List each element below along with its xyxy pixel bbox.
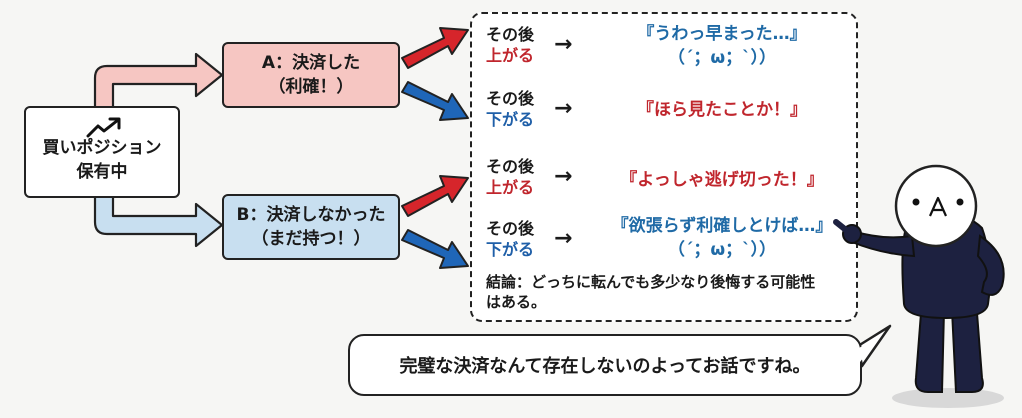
row-4-quote-line1: 『欲張らず利確しとけば…』 — [611, 216, 833, 236]
arrow-root-to-a — [93, 52, 224, 110]
arrow-b-up — [401, 175, 469, 217]
speech-bubble: 完璧な決済なんて存在しないのよってお話ですね。 — [348, 334, 862, 396]
root-position-box: 買いポジション 保有中 — [24, 106, 180, 198]
outcome-row-3-quote: 『よっしゃ逃げ切った！』 — [592, 168, 852, 192]
branch-b-line2: （まだ持つ！） — [251, 229, 371, 249]
row-1-arrow-icon: → — [554, 32, 573, 57]
branch-b-box: B：決済しなかった （まだ持つ！） — [222, 194, 400, 260]
row-4-quote-line2: （´；ω；`）） — [667, 240, 777, 260]
root-label-line2: 保有中 — [76, 162, 128, 182]
row-2-tag-line1: その後 — [486, 89, 535, 108]
character-left-eye — [912, 198, 920, 206]
row-2-quote-line1: 『ほら見たことか！』 — [637, 100, 807, 120]
character-right-leg — [950, 298, 984, 393]
arrow-b-down — [401, 229, 469, 269]
character-head — [894, 164, 978, 248]
branch-a-line2: （利確！） — [268, 77, 354, 97]
outcome-row-2-quote: 『ほら見たことか！』 — [592, 98, 852, 122]
row-2-tag-line2: 下がる — [486, 110, 535, 129]
branch-a-box: A：決済した （利確！） — [222, 42, 400, 108]
row-3-arrow-icon: → — [554, 164, 573, 189]
arrow-root-to-b — [93, 194, 224, 248]
row-4-arrow-icon: → — [554, 226, 573, 251]
trend-up-icon — [86, 117, 121, 138]
outcome-row-1-tag: その後 上がる — [486, 24, 534, 66]
conclusion-text: 結論：どっちに転んでも多少なり後悔する可能性 はある。 — [486, 272, 846, 312]
row-3-tag-line2: 上がる — [486, 178, 535, 197]
conclusion-line1: 結論：どっちに転んでも多少なり後悔する可能性 — [486, 273, 816, 291]
outcome-row-3-tag: その後 上がる — [486, 156, 534, 198]
row-4-tag-line1: その後 — [486, 219, 535, 238]
character-right-arm — [976, 234, 1005, 296]
character-right-eye — [956, 198, 964, 206]
character-mouth — [928, 196, 948, 217]
row-1-quote-line1: 『うわっ早まった…』 — [637, 24, 807, 44]
outcome-row-4-tag: その後 下がる — [486, 218, 534, 260]
branch-a-line1: A：決済した — [261, 53, 361, 73]
conclusion-line2: はある。 — [486, 293, 547, 311]
arrow-a-down — [401, 81, 469, 121]
row-2-arrow-icon: → — [554, 96, 573, 121]
row-3-tag-line1: その後 — [486, 157, 535, 176]
character-shadow — [892, 388, 1004, 408]
outcome-row-1-quote: 『うわっ早まった…』 （´；ω；`）） — [592, 22, 852, 70]
branch-b-line1: B：決済しなかった — [236, 205, 386, 225]
outcome-row-4-quote: 『欲張らず利確しとけば…』 （´；ω；`）） — [592, 214, 852, 262]
row-3-quote-line1: 『よっしゃ逃げ切った！』 — [620, 170, 824, 190]
row-4-tag-line2: 下がる — [486, 240, 535, 259]
row-1-tag-line1: その後 — [486, 25, 535, 44]
outcome-row-2-tag: その後 下がる — [486, 88, 534, 130]
speech-text: 完璧な決済なんて存在しないのよってお話ですね。 — [399, 356, 811, 377]
arrow-a-up — [401, 27, 469, 69]
outcomes-panel: その後 上がる → 『うわっ早まった…』 （´；ω；`）） その後 下がる → … — [470, 12, 858, 322]
character-left-leg — [914, 298, 946, 393]
row-1-tag-line2: 上がる — [486, 46, 535, 65]
root-label-line1: 買いポジション — [42, 138, 162, 158]
row-1-quote-line2: （´；ω；`）） — [667, 48, 777, 68]
